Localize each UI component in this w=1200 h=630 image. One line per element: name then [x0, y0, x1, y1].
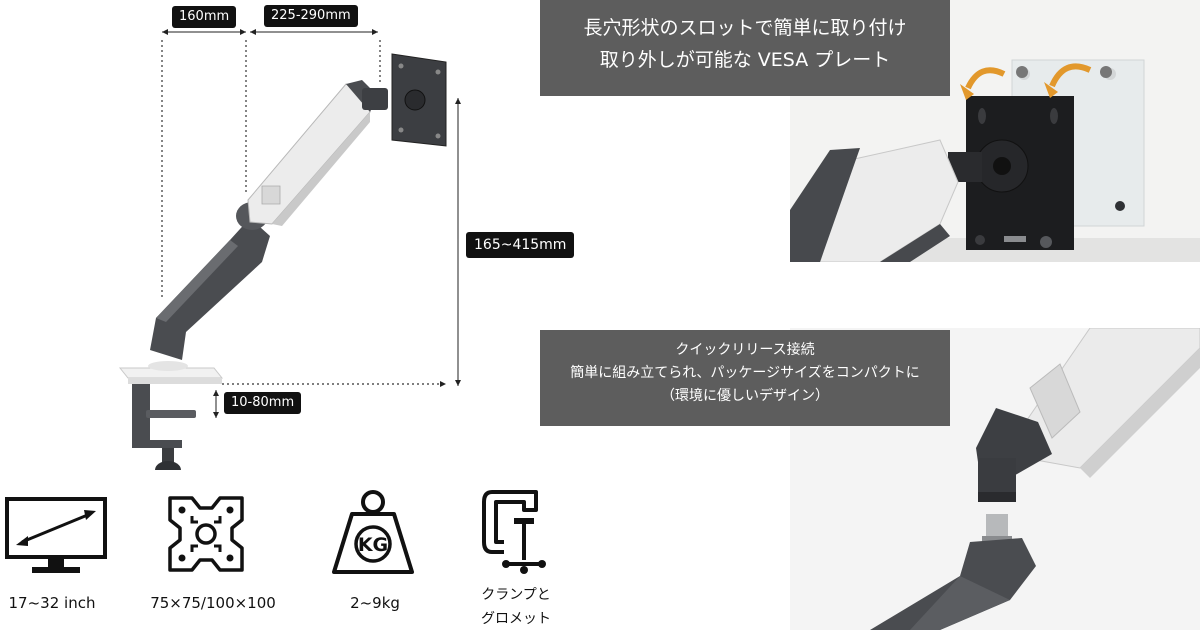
quick-release-banner: クイックリリース接続 簡単に組み立てられ、パッケージサイズをコンパクトに （環境…: [540, 330, 950, 426]
quick-release-title: クイックリリース接続: [675, 342, 815, 358]
spec-label-monitor-size: 17~32 inch: [8, 594, 96, 612]
spec-label-weight: 2~9kg: [350, 594, 400, 612]
clamp-icon: [482, 490, 546, 574]
monitor-arm-diagram: [118, 29, 461, 470]
vesa-banner-line1: 長穴形状のスロットで簡単に取り付け: [583, 17, 907, 39]
vesa-pattern-icon: [168, 496, 244, 572]
spec-label-vesa: 75×75/100×100: [150, 594, 276, 612]
monitor-size-icon: [5, 497, 107, 573]
dimension-tag-height: 165~415mm: [466, 232, 575, 258]
dimension-tag-desk-thickness: 10-80mm: [224, 392, 302, 414]
vesa-banner-line2: 取り外しが可能な VESA プレート: [599, 49, 891, 71]
spec-label-clamp-line1: クランプと: [481, 587, 551, 603]
quick-release-line1: 簡単に組み立てられ、パッケージサイズをコンパクトに: [570, 365, 920, 381]
spec-label-clamp-line2: グロメット: [481, 611, 551, 627]
svg-text:KG: KG: [358, 534, 388, 556]
weight-icon: KG: [332, 490, 414, 574]
vesa-plate-banner: 長穴形状のスロットで簡単に取り付け 取り外しが可能な VESA プレート: [540, 0, 950, 96]
dimension-tag-arm-2: 225-290mm: [264, 5, 358, 27]
dimension-tag-arm-1: 160mm: [172, 6, 237, 28]
quick-release-line2: （環境に優しいデザイン）: [661, 388, 829, 404]
